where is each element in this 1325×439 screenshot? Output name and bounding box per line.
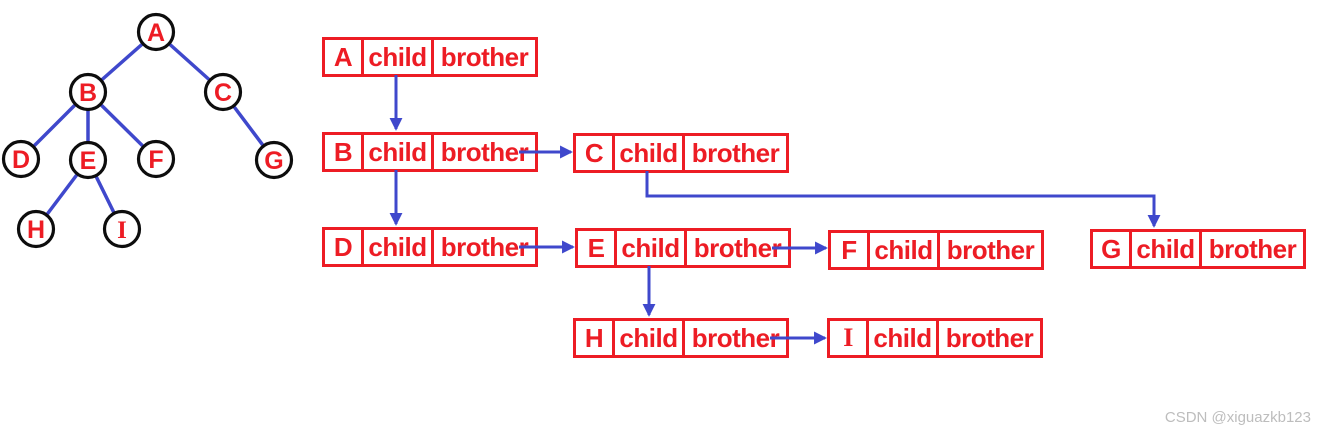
record-letter-I: I bbox=[843, 323, 853, 352]
record-letter-A: A bbox=[333, 41, 353, 72]
record-child-cell-G: child bbox=[1129, 232, 1199, 266]
record-brother-cell-I: brother bbox=[936, 321, 1040, 355]
record-child-cell-H: child bbox=[612, 321, 682, 355]
record-child-cell-B: child bbox=[361, 135, 431, 169]
watermark: CSDN @xiguazkb123 bbox=[1164, 409, 1311, 426]
record-brother-cell-E: brother bbox=[684, 231, 788, 265]
record-child-cell-C: child bbox=[612, 136, 682, 170]
record-letter-H: H bbox=[584, 322, 604, 353]
record-letter-F: F bbox=[841, 234, 857, 265]
record-brother-cell-F: brother bbox=[937, 233, 1041, 267]
record-child-cell-E: child bbox=[614, 231, 684, 265]
record-child-cell-A: child bbox=[361, 40, 431, 74]
record-letter-B: B bbox=[333, 136, 353, 167]
record-letter-D: D bbox=[333, 231, 353, 262]
record-brother-cell-H: brother bbox=[682, 321, 786, 355]
record-letter-C: C bbox=[584, 137, 604, 168]
record-letter-E: E bbox=[587, 232, 605, 263]
record-brother-cell-D: brother bbox=[431, 230, 535, 264]
record-brother-cell-G: brother bbox=[1199, 232, 1303, 266]
record-child-cell-D: child bbox=[361, 230, 431, 264]
record-child-cell-I: child bbox=[866, 321, 936, 355]
record-letter-G: G bbox=[1101, 233, 1121, 264]
record-child-cell-F: child bbox=[867, 233, 937, 267]
record-brother-cell-B: brother bbox=[431, 135, 535, 169]
record-brother-cell-C: brother bbox=[682, 136, 786, 170]
record-brother-cell-A: brother bbox=[431, 40, 535, 74]
